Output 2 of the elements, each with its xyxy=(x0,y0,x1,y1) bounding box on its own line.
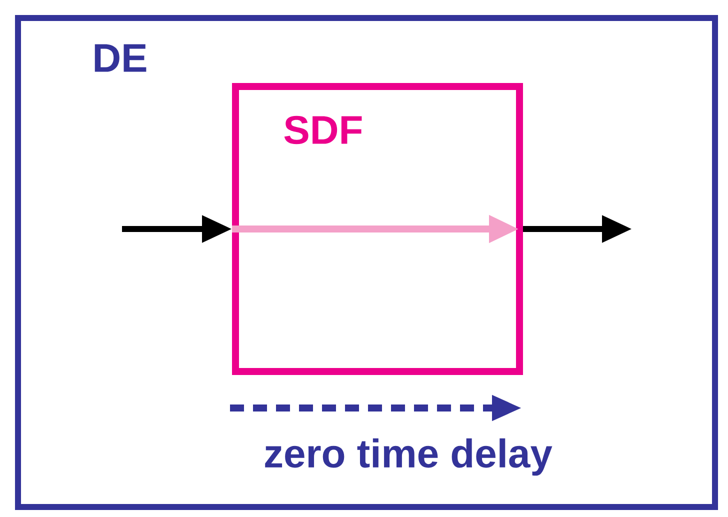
inner-box: SDF xyxy=(232,83,523,375)
delay-label: zero time delay xyxy=(265,438,552,476)
